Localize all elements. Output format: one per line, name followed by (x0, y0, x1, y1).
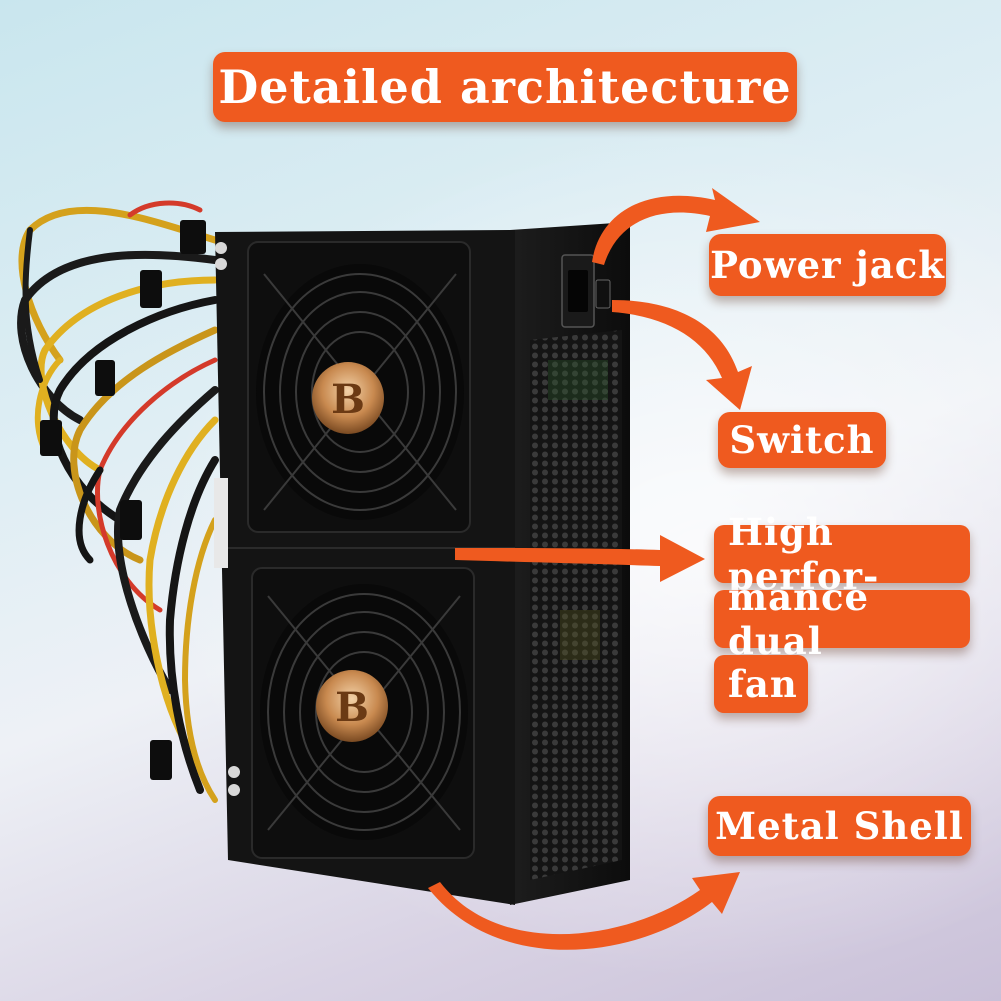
page-title-text: Detailed architecture (218, 60, 792, 114)
callout-metal-shell: Metal Shell (708, 796, 971, 856)
fan-bottom: B (251, 567, 475, 859)
cable-bundle (17, 200, 219, 803)
callout-switch-text: Switch (729, 418, 875, 462)
svg-text:B: B (331, 376, 365, 423)
arrows (428, 188, 760, 950)
callout-switch: Switch (718, 412, 886, 468)
arrow-power-jack (592, 188, 760, 265)
arrow-switch (612, 300, 752, 410)
fan-top: B (247, 241, 471, 533)
callout-fan-line3-box: fan (714, 655, 808, 713)
power-socket (561, 254, 611, 328)
callout-power-jack: Power jack (709, 234, 946, 296)
arrow-fan (455, 535, 705, 582)
connectors (40, 220, 206, 780)
svg-text:B: B (335, 684, 369, 731)
callout-fan-line1-box: High perfor- (714, 510, 970, 598)
callout-metal-shell-text: Metal Shell (715, 804, 964, 848)
callout-fan-line2: mance dual (728, 575, 870, 663)
psu-side-panel (510, 222, 630, 905)
callout-fan-line2-box: mance dual (714, 575, 970, 663)
callout-fan-line3: fan (728, 662, 798, 706)
callout-dual-fan: High perfor- mance dual fan (714, 510, 970, 713)
arrow-metal-shell (428, 872, 740, 950)
page-title: Detailed architecture (213, 52, 797, 122)
callout-power-jack-text: Power jack (710, 243, 945, 287)
